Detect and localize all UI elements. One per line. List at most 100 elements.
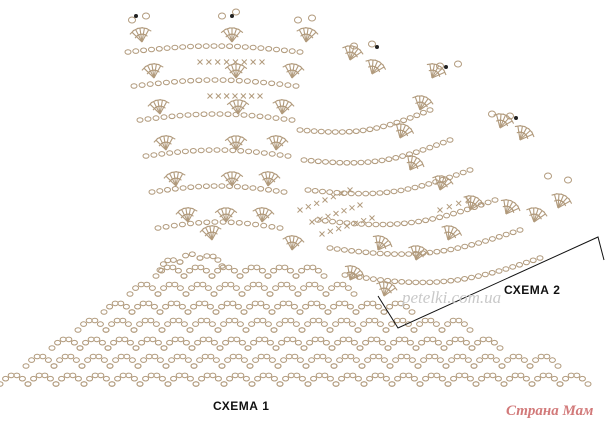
chain-stitch	[466, 375, 474, 382]
chain-stitch	[578, 375, 586, 382]
single-crochet	[369, 215, 375, 221]
chain-stitch	[136, 381, 144, 387]
chain-stitch	[115, 336, 123, 343]
chain-stitch	[354, 375, 362, 382]
chain-stitch	[89, 353, 97, 360]
scheme2-bracket-line	[377, 236, 605, 329]
chain-stitch	[393, 221, 401, 227]
chain-stitch	[208, 321, 216, 327]
chain-stitch	[186, 327, 194, 333]
chain-stitch	[264, 273, 272, 279]
chain-stitch	[188, 251, 196, 257]
chain-stitch	[170, 222, 178, 229]
chain-stitch	[254, 375, 262, 382]
chain-stitch	[190, 363, 198, 369]
chain-stitch	[174, 267, 182, 274]
chain-stitch	[280, 357, 288, 363]
chain-stitch	[466, 327, 474, 333]
single-crochet	[352, 220, 359, 227]
chain-stitch	[405, 372, 413, 379]
chain-stitch	[164, 257, 172, 264]
chain-stitch	[488, 236, 496, 242]
chain-stitch	[290, 303, 298, 310]
chain-stitch	[287, 317, 295, 324]
chain-stitch	[289, 336, 297, 343]
chain-stitch	[22, 363, 30, 369]
chain-stitch	[564, 176, 572, 184]
chain-stitch	[319, 353, 327, 360]
chain-stitch	[106, 363, 114, 369]
chain-stitch	[212, 309, 220, 315]
chain-stitch	[182, 252, 190, 259]
chain-stitch	[117, 353, 125, 360]
chain-stitch	[308, 357, 316, 363]
chain-stitch	[516, 262, 523, 268]
chain-stitch	[176, 285, 184, 291]
chain-stitch	[293, 372, 301, 379]
chain-stitch	[211, 219, 219, 225]
chain-stitch	[369, 300, 377, 307]
chain-stitch	[468, 345, 476, 351]
chain-stitch	[268, 151, 276, 157]
chain-stitch	[450, 210, 457, 217]
chain-stitch	[534, 375, 542, 382]
chain-stitch	[231, 317, 239, 324]
shell	[272, 99, 295, 115]
chain-stitch	[117, 300, 125, 307]
chain-stitch	[444, 321, 452, 327]
chain-stitch	[234, 303, 242, 310]
chain-stitch	[489, 372, 497, 379]
shell	[214, 207, 238, 223]
chain-stitch	[281, 264, 289, 271]
chain-stitch	[343, 317, 351, 324]
chain-stitch	[208, 111, 216, 117]
chain-stitch	[440, 247, 448, 254]
shell	[344, 265, 365, 281]
chain-stitch	[128, 309, 136, 315]
chain-stitch	[488, 270, 496, 276]
chain-stitch	[121, 336, 129, 343]
single-crochet	[338, 190, 345, 197]
chain-stitch	[292, 83, 300, 89]
chain-stitch	[522, 259, 530, 266]
shell	[282, 235, 305, 251]
start-marker	[444, 65, 448, 69]
chain-stitch	[440, 345, 448, 351]
chain-stitch	[392, 155, 400, 161]
chain-stitch	[315, 317, 323, 324]
chain-stitch	[156, 188, 164, 194]
chain-stitch	[85, 317, 93, 324]
chain-stitch	[220, 321, 228, 327]
shell	[376, 281, 398, 297]
chain-stitch	[544, 172, 552, 180]
chain-stitch	[517, 372, 525, 379]
chain-stitch	[266, 291, 274, 297]
chain-stitch	[350, 291, 358, 297]
chain-stitch	[248, 381, 256, 387]
chain-stitch	[405, 251, 413, 257]
chain-stitch	[263, 353, 271, 360]
chain-stitch	[382, 327, 390, 333]
chain-stitch	[378, 339, 386, 346]
single-crochet	[335, 225, 342, 232]
chain-stitch	[490, 339, 498, 346]
chain-stitch	[119, 317, 127, 324]
chain-stitch	[147, 317, 155, 324]
chain-stitch	[232, 8, 240, 16]
chain-stitch	[426, 279, 434, 286]
chain-stitch	[298, 375, 306, 382]
chain-stitch	[418, 183, 426, 189]
chain-stitch	[246, 303, 254, 310]
chain-stitch	[422, 375, 430, 382]
chain-stitch	[440, 278, 448, 285]
single-crochet	[455, 200, 462, 207]
chain-stitch	[186, 375, 194, 382]
chain-stitch	[261, 336, 269, 343]
chain-stitch	[270, 267, 278, 274]
chain-stitch	[412, 345, 420, 351]
chain-stitch	[168, 113, 176, 120]
chain-stitch	[206, 303, 214, 310]
chain-stitch	[347, 353, 355, 360]
chain-stitch	[406, 151, 413, 157]
chain-stitch	[364, 159, 372, 165]
